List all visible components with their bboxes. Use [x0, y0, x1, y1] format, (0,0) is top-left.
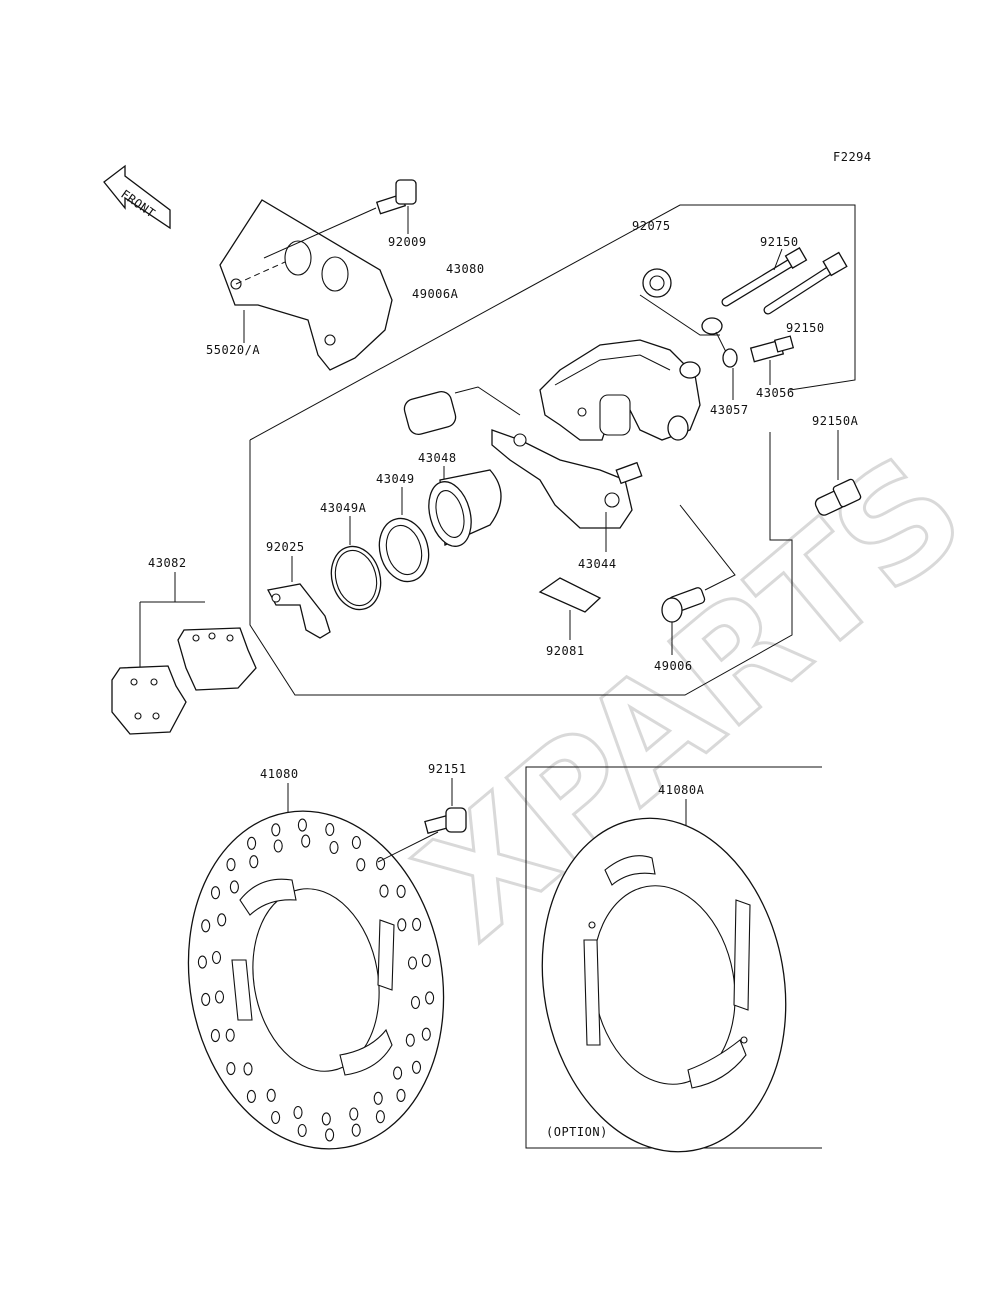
- label-55020a: 55020/A: [206, 343, 260, 357]
- vent-hole: [379, 884, 389, 898]
- option-label: (OPTION): [546, 1125, 608, 1139]
- label-92151: 92151: [428, 762, 467, 776]
- label-41080: 41080: [260, 767, 299, 781]
- brake-pad-front: [111, 665, 187, 735]
- label-92150-mid: 92150: [786, 321, 825, 335]
- label-92075: 92075: [632, 219, 671, 233]
- bolt-92151: [424, 807, 467, 834]
- vent-hole: [393, 1066, 403, 1080]
- vent-hole: [421, 954, 431, 968]
- vent-hole: [421, 1027, 431, 1041]
- vent-hole: [249, 855, 259, 869]
- seal-43049a: [330, 545, 382, 611]
- vent-hole: [273, 839, 283, 853]
- label-43057: 43057: [710, 403, 749, 417]
- pad-spring-92025: [267, 583, 331, 639]
- pad-clip-92081: [538, 577, 602, 613]
- label-43082: 43082: [148, 556, 187, 570]
- vent-hole: [271, 823, 281, 837]
- vent-hole: [407, 956, 418, 970]
- label-43049a: 43049A: [320, 501, 367, 515]
- boot-43057: [701, 317, 738, 368]
- label-92025: 92025: [266, 540, 305, 554]
- pin-92150-a: [721, 247, 808, 307]
- vent-hole: [301, 834, 311, 848]
- assembly-frame-bottom: [249, 432, 793, 696]
- dust-boot-49006a: [403, 390, 457, 436]
- vent-hole: [226, 858, 236, 872]
- piston-43048: [428, 469, 502, 547]
- vent-hole: [210, 886, 221, 900]
- boot-92075: [642, 268, 672, 298]
- vent-hole: [243, 1062, 253, 1076]
- vent-hole: [325, 822, 335, 837]
- vent-hole: [201, 919, 211, 933]
- vent-hole: [329, 840, 339, 855]
- vent-hole: [321, 1112, 331, 1126]
- brake-disc-41080: [187, 810, 445, 1150]
- vent-hole: [201, 992, 211, 1006]
- label-92009: 92009: [388, 235, 427, 249]
- label-43048: 43048: [418, 451, 457, 465]
- vent-hole: [425, 991, 435, 1005]
- vent-hole: [397, 918, 407, 932]
- brake-disc-41080a: [541, 817, 787, 1153]
- vent-hole: [217, 913, 227, 927]
- vent-hole: [247, 836, 257, 850]
- vent-hole: [411, 1060, 422, 1074]
- label-92081: 92081: [546, 644, 585, 658]
- pin-92150a: [814, 478, 862, 516]
- vent-hole: [297, 818, 307, 832]
- vent-hole: [246, 1089, 256, 1103]
- seal-43049: [378, 517, 430, 583]
- bleeder-valve-43056: [749, 335, 795, 363]
- vent-hole: [410, 995, 421, 1010]
- vent-hole: [373, 1091, 383, 1105]
- vent-hole: [229, 880, 239, 894]
- bolt-92009: [375, 179, 417, 215]
- vent-hole: [375, 1110, 385, 1124]
- vent-hole: [293, 1105, 303, 1120]
- label-92150-top: 92150: [760, 235, 799, 249]
- vent-hole: [405, 1033, 415, 1047]
- brake-pad-rear: [177, 627, 257, 691]
- label-41080a: 41080A: [658, 783, 705, 797]
- vent-hole: [412, 917, 422, 931]
- vent-hole: [271, 1110, 281, 1125]
- disc-vent-holes: [197, 818, 435, 1142]
- vent-hole: [351, 1123, 361, 1137]
- caliper-holder-43044: [491, 429, 643, 529]
- label-43056: 43056: [756, 386, 795, 400]
- vent-hole: [210, 1029, 220, 1043]
- label-49006a: 49006A: [412, 287, 459, 301]
- vent-hole: [396, 884, 406, 898]
- vent-hole: [297, 1123, 307, 1138]
- vent-hole: [211, 950, 222, 965]
- vent-hole: [351, 835, 361, 850]
- caliper-body-43080: [539, 339, 701, 441]
- label-43080: 43080: [446, 262, 485, 276]
- assembly-frame-top: [249, 204, 856, 441]
- caliper-bracket-55020a: [219, 199, 393, 371]
- pin-92150-b: [763, 251, 848, 315]
- label-43044: 43044: [578, 557, 617, 571]
- vent-hole: [376, 857, 386, 871]
- front-arrow-icon: FRONT: [103, 164, 171, 230]
- vent-hole: [225, 1028, 235, 1042]
- label-43049: 43049: [376, 472, 415, 486]
- vent-hole: [349, 1107, 359, 1121]
- vent-hole: [325, 1128, 335, 1142]
- vent-hole: [214, 990, 225, 1004]
- vent-hole: [356, 858, 366, 872]
- figure-code: F2294: [833, 150, 872, 164]
- label-49006: 49006: [654, 659, 693, 673]
- label-92150a: 92150A: [812, 414, 859, 428]
- vent-hole: [266, 1088, 276, 1102]
- vent-hole: [396, 1088, 406, 1102]
- vent-hole: [197, 955, 207, 969]
- vent-hole: [226, 1062, 236, 1076]
